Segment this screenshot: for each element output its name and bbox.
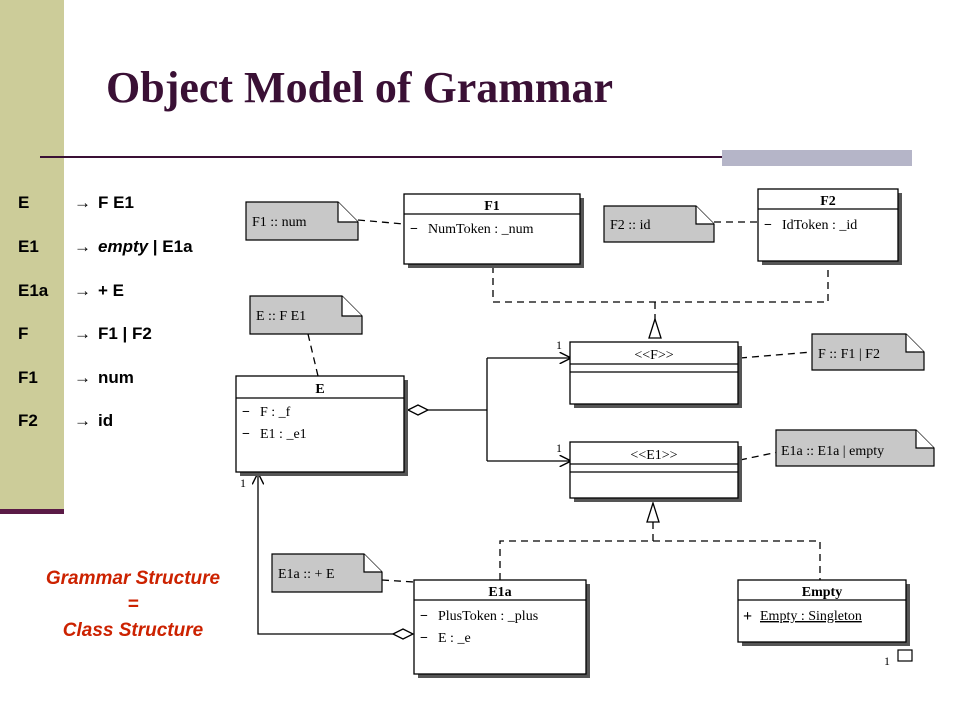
visibility-private-icon: − xyxy=(420,631,428,646)
visibility-private-icon: − xyxy=(242,405,250,420)
note-text: E :: F E1 xyxy=(256,309,306,324)
rule-rhs: id xyxy=(98,411,114,430)
class-empty: Empty + Empty : Singleton xyxy=(737,579,910,646)
note-e1a: E1a :: + E xyxy=(271,553,383,593)
caption: Grammar Structure = Class Structure xyxy=(8,566,258,644)
rule-rhs: F E1 xyxy=(98,193,134,212)
class-e1a: E1a − PlusToken : _plus − E : _e xyxy=(413,579,590,678)
arrow-icon: → xyxy=(74,237,91,256)
inherit-triangle-e1 xyxy=(646,500,660,523)
inherit-triangle-f xyxy=(648,316,662,339)
visibility-private-icon: − xyxy=(410,222,418,237)
class-e: E − F : _f − E1 : _e1 xyxy=(235,375,408,476)
note-link-f xyxy=(739,351,813,359)
class-name: Empty xyxy=(802,585,842,600)
note-f1: F1 :: num xyxy=(245,201,359,241)
slide-title: Object Model of Grammar xyxy=(106,63,614,112)
rule-rhs-rest: | E1a xyxy=(148,237,193,256)
visibility-public-icon: + xyxy=(743,608,752,625)
caption-line-1: Grammar Structure xyxy=(45,568,221,589)
assoc-e1a-to-e xyxy=(258,474,393,635)
visibility-private-icon: − xyxy=(242,427,250,442)
note-e: E :: F E1 xyxy=(249,295,363,335)
note-link-e xyxy=(307,333,319,377)
class-name: <<F>> xyxy=(634,348,673,363)
aggregation-diamond-e xyxy=(406,404,430,416)
multiplicity-e1: 1 xyxy=(556,441,562,455)
sidebar-foot-bar xyxy=(0,509,64,514)
rule-rhs: num xyxy=(98,368,134,387)
rule-rhs: + E xyxy=(98,281,124,300)
title-underline xyxy=(40,156,910,158)
note-f2: F2 :: id xyxy=(603,205,715,243)
rule-rhs: empty | E1a xyxy=(98,237,193,257)
class-name: F1 xyxy=(484,199,500,214)
caption-line-2: = xyxy=(127,594,139,615)
caption-line-3: Class Structure xyxy=(62,620,204,641)
class-name: F2 xyxy=(820,194,836,209)
rule-lhs: E1a xyxy=(18,281,49,300)
class-name: E1a xyxy=(488,585,511,600)
rule-lhs: F1 xyxy=(18,368,38,387)
arrow-icon: → xyxy=(74,411,91,430)
class-f2: F2 − IdToken : _id xyxy=(757,188,902,265)
note-link-e1 xyxy=(739,451,779,461)
rule-lhs: E xyxy=(18,193,30,212)
visibility-private-icon: − xyxy=(764,218,772,233)
class-f-interface: <<F>> xyxy=(569,341,742,408)
arrow-icon: → xyxy=(74,324,91,343)
rule-lhs: E1 xyxy=(18,237,39,256)
rule-lhs: F xyxy=(18,324,29,343)
class-attr: F : _f xyxy=(260,405,291,420)
note-link-e1a xyxy=(381,579,415,583)
note-text: E1a :: + E xyxy=(278,567,335,582)
aggregation-diamond-e1a xyxy=(391,628,415,640)
note-f: F :: F1 | F2 xyxy=(811,333,925,371)
multiplicity-e: 1 xyxy=(240,476,246,490)
singleton-self-link xyxy=(897,649,913,662)
class-attr: Empty : Singleton xyxy=(760,609,862,624)
inherit-line-e1-children xyxy=(499,540,821,580)
class-name: <<E1>> xyxy=(630,448,677,463)
arrow-icon: → xyxy=(74,368,91,387)
visibility-private-icon: − xyxy=(420,609,428,624)
sidebar-band xyxy=(0,0,64,512)
note-text: F1 :: num xyxy=(252,215,307,230)
class-attr: E : _e xyxy=(438,631,471,646)
note-text: E1a :: E1a | empty xyxy=(781,444,884,459)
note-text: F2 :: id xyxy=(610,218,650,233)
class-attr: E1 : _e1 xyxy=(260,427,307,442)
rule-rhs-italic: empty xyxy=(98,237,149,256)
class-attr: NumToken : _num xyxy=(428,222,534,237)
associations xyxy=(258,358,570,640)
class-attr: PlusToken : _plus xyxy=(438,609,538,624)
multiplicity-f: 1 xyxy=(556,338,562,352)
class-e1-interface: <<E1>> xyxy=(569,441,742,502)
class-name: E xyxy=(315,382,324,397)
arrow-icon: → xyxy=(74,193,91,212)
rule-rhs: F1 | F2 xyxy=(98,324,152,343)
arrow-icon: → xyxy=(74,281,91,300)
note-e1: E1a :: E1a | empty xyxy=(775,429,935,467)
title-underline-accent xyxy=(722,150,912,166)
multiplicity-empty: 1 xyxy=(884,654,890,668)
note-link-f1 xyxy=(357,219,405,225)
class-f1: F1 − NumToken : _num xyxy=(403,193,584,268)
rule-lhs: F2 xyxy=(18,411,38,430)
inherit-line-f-children xyxy=(492,264,829,303)
class-attr: IdToken : _id xyxy=(782,218,857,233)
note-text: F :: F1 | F2 xyxy=(818,347,880,362)
